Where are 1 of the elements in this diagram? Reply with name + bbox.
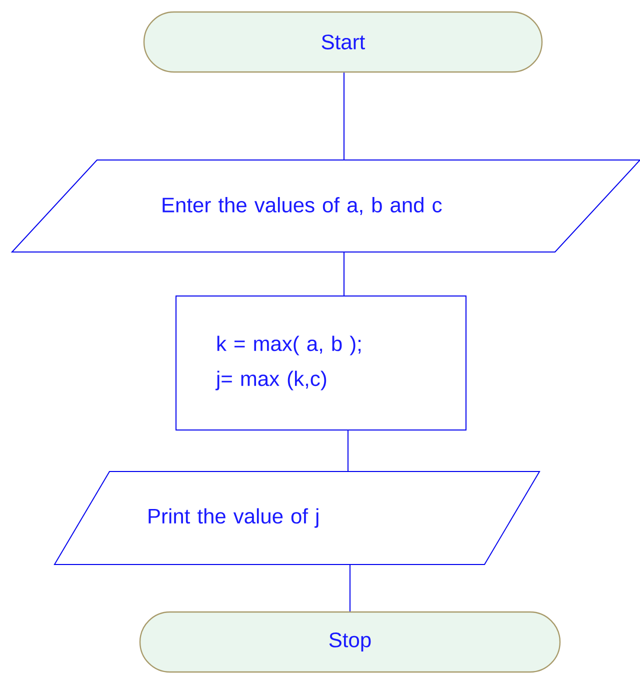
process-box: k = max( a, b ); j= max (k,c) xyxy=(176,296,466,430)
